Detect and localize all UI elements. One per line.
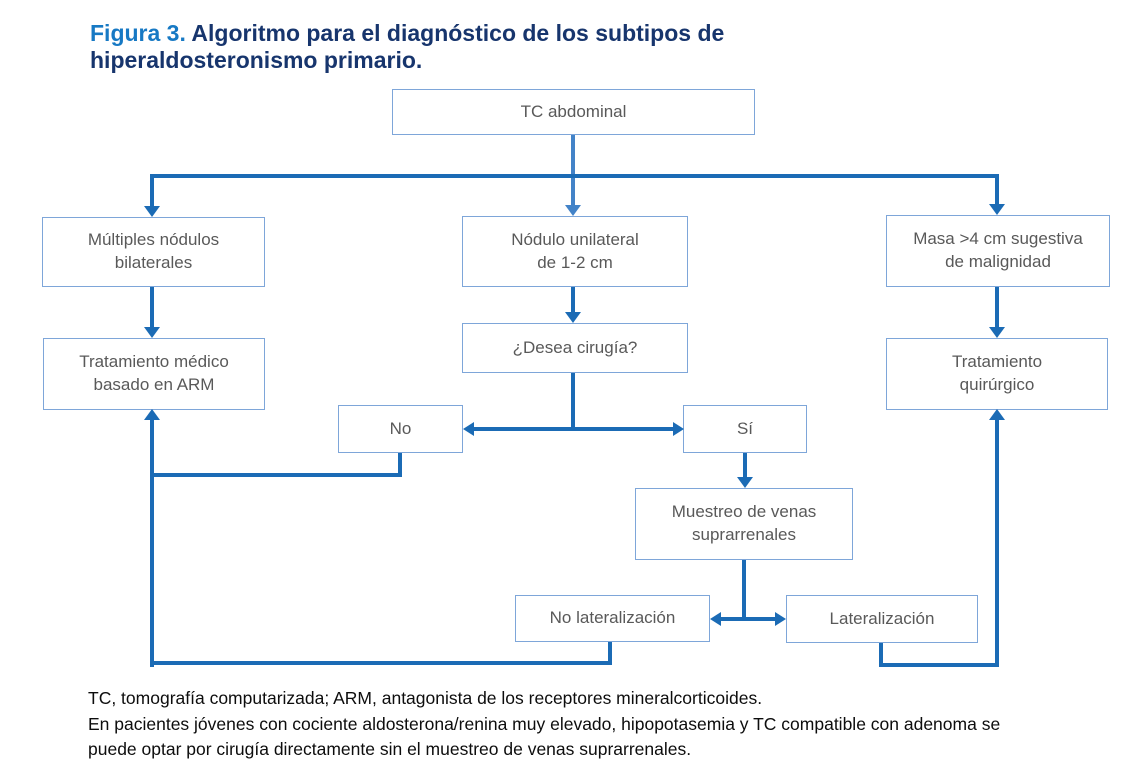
footnote-abbreviations: TC, tomografía computarizada; ARM, antag… (88, 688, 763, 708)
connector-lateralizacion-loop-horizontal (879, 663, 999, 667)
figure-number: Figura 3. (90, 20, 186, 46)
node-si: Sí (683, 405, 807, 453)
arrowhead-up-to-tratamiento-quirurgico (989, 409, 1005, 420)
connector-masa-to-quirurgico (995, 287, 999, 328)
arrowhead-to-no (463, 422, 474, 436)
figure-title-text: Algoritmo para el diagnóstico de los sub… (90, 20, 725, 74)
connector-no-loop-horizontal (150, 473, 402, 477)
connector-right-feedback-vertical (995, 420, 999, 667)
arrowhead-to-nodulo-unilateral (565, 205, 581, 216)
node-no: No (338, 405, 463, 453)
arrowhead-to-no-lateralizacion (710, 612, 721, 626)
node-no-lateralizacion: No lateralización (515, 595, 710, 642)
arrowhead-up-to-tratamiento-medico (144, 409, 160, 420)
footnotes: TC, tomografía computarizada; ARM, antag… (88, 686, 1040, 763)
arrowhead-to-si (673, 422, 684, 436)
node-tratamiento-quirurgico: Tratamiento quirúrgico (886, 338, 1108, 410)
node-masa-sugestiva-malignidad: Masa >4 cm sugestiva de malignidad (886, 215, 1110, 287)
arrowhead-to-multiples-nodulos (144, 206, 160, 217)
node-nodulo-unilateral: Nódulo unilateral de 1-2 cm (462, 216, 688, 287)
connector-bottom-horizontal (150, 661, 612, 665)
node-desea-cirugia: ¿Desea cirugía? (462, 323, 688, 373)
connector-no-down (398, 453, 402, 477)
arrowhead-to-muestreo (737, 477, 753, 488)
connector-nodulo-to-desea (571, 287, 575, 313)
arrowhead-to-tratamiento-medico (144, 327, 160, 338)
connector-left-branch-down (150, 174, 154, 207)
connector-no-si-horizontal (473, 427, 675, 431)
connector-no-lateralizacion-down (608, 642, 612, 665)
connector-tc-down (571, 135, 575, 207)
node-muestreo-venas-suprarrenales: Muestreo de venas suprarrenales (635, 488, 853, 560)
connector-muestreo-down (742, 560, 746, 621)
arrowhead-to-tratamiento-quirurgico (989, 327, 1005, 338)
arrowhead-to-lateralizacion (775, 612, 786, 626)
connector-multiples-to-tratamiento (150, 287, 154, 328)
node-tc-abdominal: TC abdominal (392, 89, 755, 135)
footnote-note: En pacientes jóvenes con cociente aldost… (88, 713, 1001, 760)
connector-main-horizontal (150, 174, 999, 178)
connector-right-branch-down (995, 174, 999, 205)
node-lateralizacion: Lateralización (786, 595, 978, 643)
arrowhead-to-masa-sugestiva (989, 204, 1005, 215)
node-tratamiento-medico-arm: Tratamiento médico basado en ARM (43, 338, 265, 410)
connector-left-feedback-vertical (150, 419, 154, 667)
arrowhead-to-desea-cirugia (565, 312, 581, 323)
connector-si-to-muestreo (743, 453, 747, 479)
figure-title: Figura 3. Algoritmo para el diagnóstico … (90, 20, 825, 74)
connector-desea-down (571, 373, 575, 431)
node-multiples-nodulos-bilaterales: Múltiples nódulos bilaterales (42, 217, 265, 287)
connector-lateralizacion-down (879, 643, 883, 667)
connector-lateralizacion-horizontal (720, 617, 776, 621)
